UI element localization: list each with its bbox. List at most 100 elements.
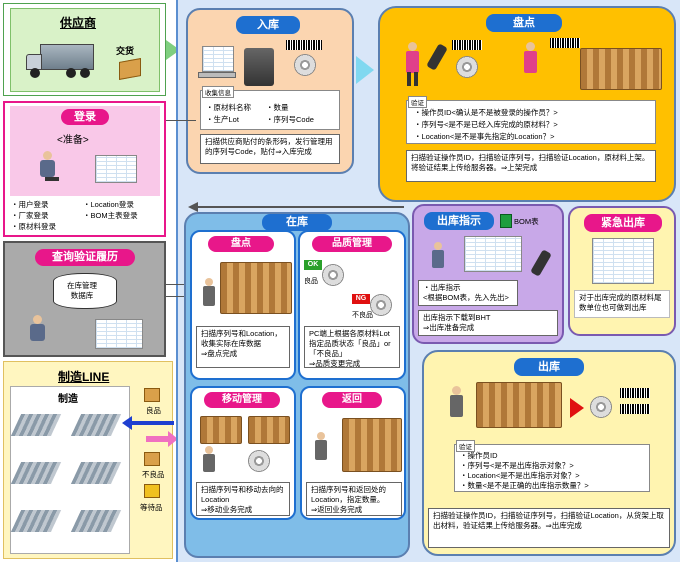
quality-bad-label: 不良品 xyxy=(352,312,373,319)
line-wait-label: 等待品 xyxy=(140,503,163,512)
worker-icon xyxy=(520,42,540,88)
shelf-icon xyxy=(220,262,292,314)
supplier-title: 供应商 xyxy=(60,16,97,30)
quality-desc: PC端上根据各原材料Lot指定品质状态「良品」or「不良品」 ⇒品质变更完成 xyxy=(304,326,400,368)
receiving-info-material: 原材料名称 xyxy=(206,102,252,113)
barcode-icon xyxy=(620,404,650,414)
supplier-panel: 供应商 交货 xyxy=(3,3,166,96)
login-item-location: Location登录 xyxy=(83,199,134,210)
operator-icon xyxy=(35,151,59,187)
stock-count-desc: 扫描序列号和Location，收集实际在库数据 ⇒盘点完成 xyxy=(196,326,290,368)
return-panel: 返回 扫描序列号和返回处的Location，指定数量。 ⇒返回业务完成 xyxy=(300,386,406,520)
receiving-title: 入库 xyxy=(236,16,300,34)
shelf-icon xyxy=(580,48,662,90)
arrow-to-stock-line xyxy=(198,206,404,208)
barcode-icon xyxy=(452,40,482,50)
handheld-scanner-icon xyxy=(530,249,552,277)
database-icon xyxy=(53,273,117,309)
move-desc: 扫描序列号和移动去向的Location ⇒移动业务完成 xyxy=(196,482,290,516)
reel-icon xyxy=(322,264,344,286)
quality-good-label: 良品 xyxy=(304,278,318,285)
return-title: 返回 xyxy=(322,392,382,408)
line-panel: 制造LINE 制造 良品 不良品 等待品 xyxy=(3,361,173,559)
ok-badge: OK xyxy=(304,260,322,270)
barcode-icon xyxy=(286,40,322,50)
stock-count-panel: 盘点 扫描序列号和Location，收集实际在库数据 ⇒盘点完成 xyxy=(190,230,296,380)
line-subtitle: 制造 xyxy=(58,394,78,405)
handheld-scanner-icon xyxy=(426,43,448,71)
pc-icon xyxy=(202,46,234,72)
receiving-panel: 入库 收集信息 原材料名称 数量 生产Lot 序列号Code 扫描供应商贴付的条… xyxy=(186,8,354,174)
login-subtitle: <准备> xyxy=(57,135,89,146)
inventory-check-title: 盘点 xyxy=(486,14,562,32)
arrow-to-reel xyxy=(570,398,584,418)
shipping-verify-serial: 序列号<是不是出库指示对象？> xyxy=(460,460,574,471)
shelf-icon xyxy=(248,416,290,444)
bad-box-icon xyxy=(144,452,160,466)
shelf-icon xyxy=(342,418,402,472)
shipping-panel: 出库 验证 操作员ID 序列号<是不是出库指示对象？> Location<是不是… xyxy=(422,350,676,556)
receiving-info-serial: 序列号Code xyxy=(266,114,314,125)
worker-icon xyxy=(402,42,422,88)
connector-line xyxy=(166,284,184,285)
shipping-desc: 扫描验证操作员ID，扫描验证序列号，扫描验证Location，从货架上取出材料，… xyxy=(428,508,670,548)
line-bad-label: 不良品 xyxy=(142,470,165,479)
urgent-screen-icon xyxy=(592,238,654,284)
query-panel: 查询验证履历 在库管理 数据库 xyxy=(3,241,166,357)
reel-icon xyxy=(248,450,270,472)
worker-icon xyxy=(312,432,330,472)
delivery-label: 交货 xyxy=(116,46,135,56)
query-screen-icon xyxy=(95,319,143,349)
reel-icon xyxy=(370,294,392,316)
connector-line xyxy=(166,296,184,297)
inventory-check-desc: 扫描验证操作员ID，扫描验证序列号，扫描验证Location，原材料上架。将验证… xyxy=(406,150,656,182)
urgent-panel: 紧急出库 对于出库完成的原材料尾数单位也可做到出库 xyxy=(568,206,676,336)
picking-desc: 出库指示下载到BHT ⇒出库准备完成 xyxy=(418,310,558,336)
bom-label: BOM表 xyxy=(514,217,539,226)
shipping-title: 出库 xyxy=(514,358,584,376)
database-label: 在库管理 数据库 xyxy=(67,281,97,300)
receiving-info-label: 收集信息 xyxy=(202,86,234,98)
login-item-bom: BOM主表登录 xyxy=(83,210,138,221)
ng-badge: NG xyxy=(352,294,370,304)
query-title: 查询验证履历 xyxy=(35,249,135,266)
login-item-user: 用户登录 xyxy=(11,199,49,210)
truck-icon xyxy=(26,44,96,82)
barcode-icon xyxy=(620,388,650,398)
arrow-pink-right xyxy=(146,436,170,442)
move-panel: 移动管理 扫描序列号和移动去向的Location ⇒移动业务完成 xyxy=(190,386,296,520)
line-title: 制造LINE xyxy=(58,370,110,384)
picking-note: ・出库指示 <根据BOM表，先入先出> xyxy=(418,280,518,306)
shelf-icon xyxy=(200,416,242,444)
urgent-title: 紧急出库 xyxy=(584,214,662,232)
inventory-check-panel: 盘点 验证 操作员ID<确认是不是被登录的操作员？> 序列号<是不是已经入库完成… xyxy=(378,6,676,202)
urgent-desc: 对于出库完成的原材料尾数单位也可做到出库 xyxy=(574,290,670,318)
move-title: 移动管理 xyxy=(204,392,280,408)
reel-icon xyxy=(590,396,612,418)
worker-icon xyxy=(446,386,466,432)
picking-panel: 出库指示 BOM表 ・出库指示 <根据BOM表，先入先出> 出库指示下载到BHT… xyxy=(412,204,564,344)
receiving-info-lot: 生产Lot xyxy=(206,114,239,125)
stock-count-title: 盘点 xyxy=(208,236,274,252)
shipping-verify-operator: 操作员ID xyxy=(460,450,498,461)
arrow-to-stock-head xyxy=(188,202,198,212)
connector-line xyxy=(166,120,196,121)
good-box-icon xyxy=(144,388,160,402)
receiving-info-qty: 数量 xyxy=(266,102,289,113)
worker-icon xyxy=(200,446,218,476)
quality-panel: 品质管理 OK 良品 NG 不良品 PC端上根据各原材料Lot指定品质状态「良品… xyxy=(298,230,406,380)
shipping-verify-qty: 数量<是不是正确的出库指示数量？> xyxy=(460,480,589,491)
login-screen-icon xyxy=(95,155,137,183)
shelf-icon xyxy=(476,382,562,428)
shipping-verify-location: Location<是不是出库指示对象？> xyxy=(460,470,580,481)
login-item-material: 原材料登录 xyxy=(11,221,57,232)
login-item-maker: 厂家登录 xyxy=(11,210,49,221)
barcode-icon xyxy=(550,38,580,48)
worker-icon xyxy=(200,278,218,318)
stock-title: 在库 xyxy=(262,214,332,231)
printer-icon xyxy=(244,48,274,86)
reel-icon xyxy=(294,54,316,76)
inventory-verify-serial: 序列号<是不是已经入库完成的原材料？> xyxy=(414,119,558,130)
reel-icon xyxy=(456,56,478,78)
receiving-desc: 扫描供应商贴付的条形码，发行管理用的序列号Code，贴付⇒入库完成 xyxy=(200,134,340,164)
